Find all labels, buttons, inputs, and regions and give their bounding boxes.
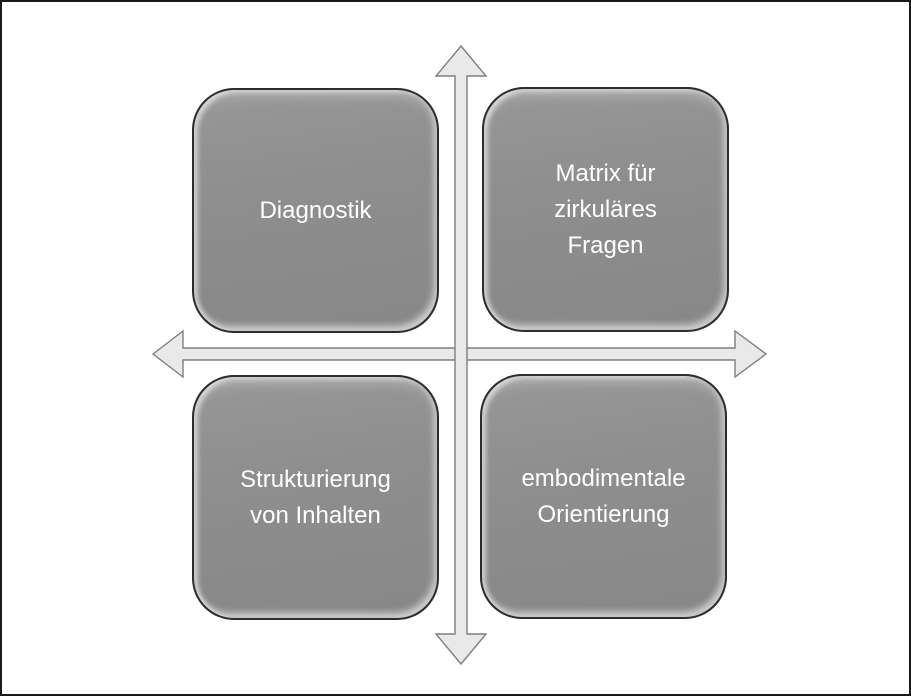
quadrant-label-line: Strukturierung — [240, 465, 391, 493]
quadrant-label-line: embodimentale — [521, 464, 686, 492]
quadrant-label-line: Orientierung — [537, 500, 670, 528]
quadrant-label: Matrix für zirkuläres Fragen — [554, 156, 657, 264]
quadrant-diagnostik: Diagnostik — [192, 88, 439, 333]
quadrant-label-line: Fragen — [567, 231, 644, 259]
up-down-arrow-icon — [434, 44, 488, 666]
quadrant-label: Diagnostik — [259, 193, 371, 229]
quadrant-embodimentale-orientierung: embodimentale Orientierung — [480, 374, 727, 619]
quadrant-label: embodimentale Orientierung — [521, 461, 685, 533]
quadrant-label-line: Diagnostik — [259, 196, 372, 224]
quadrant-matrix-zirkulaeres-fragen: Matrix für zirkuläres Fragen — [482, 87, 729, 332]
quadrant-label-line: zirkuläres — [554, 195, 657, 223]
quadrant-strukturierung-von-inhalten: Strukturierung von Inhalten — [192, 375, 439, 620]
quadrant-label: Strukturierung von Inhalten — [240, 462, 391, 534]
quadrant-label-line: von Inhalten — [250, 501, 381, 529]
quadrant-label-line: Matrix für — [555, 159, 656, 187]
